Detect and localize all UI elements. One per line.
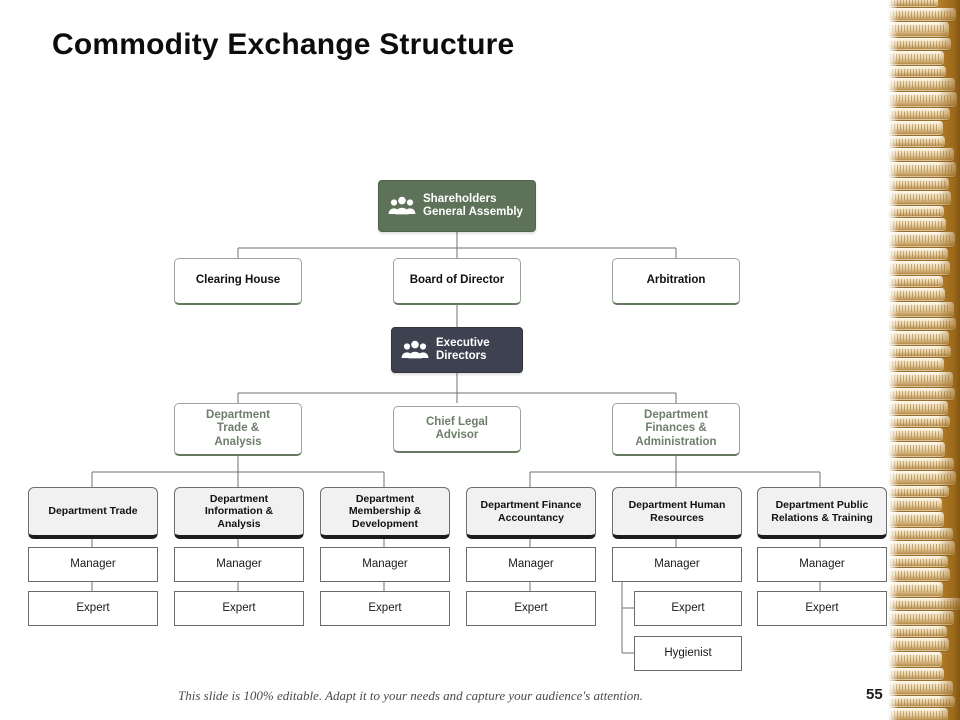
node-shareholders-general-assembly[interactable]: Shareholders General Assembly [378,180,536,232]
footer-note: This slide is 100% editable. Adapt it to… [178,688,643,703]
node-label-line1: Department Public [775,499,869,512]
node-label: Shareholders General Assembly [423,193,535,219]
node-label-line3: Development [352,517,418,530]
node-label-line1: Department Trade [48,505,138,518]
node-label-line2: Relations & Training [771,511,873,524]
node-label-line1: Department [209,493,269,506]
node-expert-human-resources[interactable]: Expert [634,591,742,626]
coin-stack-image [888,0,960,720]
node-label: Department Trade & Analysis [206,409,270,449]
node-clearing-house[interactable]: Clearing House [174,258,302,305]
node-label-line1: Department Human [628,499,726,512]
node-department-membership-development[interactable]: Department Membership & Development [320,487,450,539]
node-label-line1: Department Finance [480,499,582,512]
page-title: Commodity Exchange Structure [52,28,515,61]
coin-stack-coins [888,0,960,720]
node-board-of-director[interactable]: Board of Director [393,258,521,305]
node-label-line1: Department [206,409,270,422]
node-label: Chief Legal Advisor [426,416,488,442]
node-label: Department Membership & Development [349,493,421,529]
node-label-line2: Directors [436,350,487,362]
node-label: Clearing House [195,274,281,287]
node-manager-information-analysis[interactable]: Manager [174,547,304,582]
node-department-human-resources[interactable]: Department Human Resources [612,487,742,539]
node-expert-finance-accountancy[interactable]: Expert [466,591,596,626]
people-group-icon [387,194,417,218]
node-department-public-relations-training[interactable]: Department Public Relations & Training [757,487,887,539]
node-label-line1: Department [644,409,708,422]
node-label: Department Trade [48,505,137,517]
node-label-line3: Analysis [214,435,262,448]
node-label-line2: Finances & [645,422,707,435]
node-label: Department Finance Accountancy [481,499,582,523]
node-label-line3: Administration [635,435,717,448]
node-label: Manager [70,557,116,570]
node-label-line2: Membership & [348,505,422,518]
node-label: Department Human Resources [629,499,726,523]
node-department-trade[interactable]: Department Trade [28,487,158,539]
node-label-line2: Resources [650,511,704,524]
node-label-line1: Executive [436,336,490,349]
node-label: Hygienist [664,646,712,659]
node-label: Board of Director [409,274,505,287]
node-label: Expert [222,601,256,614]
node-department-finances-administration[interactable]: Department Finances & Administration [612,403,740,456]
node-manager-public-relations[interactable]: Manager [757,547,887,582]
node-label-line2: Information & [204,505,274,518]
node-executive-directors[interactable]: Executive Directors [391,327,523,373]
node-expert-information-analysis[interactable]: Expert [174,591,304,626]
node-label: Department Public Relations & Training [771,499,873,523]
node-label-line2: General Assembly [423,206,523,218]
node-label: Manager [362,557,408,570]
node-manager-finance-accountancy[interactable]: Manager [466,547,596,582]
people-group-icon [400,338,430,362]
node-hygienist-human-resources[interactable]: Hygienist [634,636,742,671]
node-label-line2: Trade & [216,422,260,435]
node-label-line1: Chief Legal [426,415,488,428]
node-label: Expert [805,601,839,614]
page-number: 55 [866,686,883,703]
node-label: Manager [799,557,845,570]
node-label: Expert [671,601,705,614]
node-label: Arbitration [646,274,706,287]
node-label: Manager [508,557,554,570]
node-label-line1: Department [355,493,415,506]
node-label-line2: Advisor [435,429,479,441]
node-manager-membership-development[interactable]: Manager [320,547,450,582]
node-label-line1: Shareholders [423,192,497,205]
node-department-finance-accountancy[interactable]: Department Finance Accountancy [466,487,596,539]
node-chief-legal-advisor[interactable]: Chief Legal Advisor [393,406,521,453]
coin-stack-left-fade [888,0,898,720]
node-arbitration[interactable]: Arbitration [612,258,740,305]
node-label: Expert [514,601,548,614]
coin-stack-shadow [938,0,960,720]
node-expert-trade[interactable]: Expert [28,591,158,626]
node-expert-public-relations[interactable]: Expert [757,591,887,626]
node-label: Department Finances & Administration [635,409,716,449]
node-manager-trade[interactable]: Manager [28,547,158,582]
node-label: Manager [216,557,262,570]
node-label-line3: Analysis [217,517,261,530]
node-label-line2: Accountancy [498,511,564,524]
node-label: Department Information & Analysis [205,493,273,529]
node-department-trade-analysis[interactable]: Department Trade & Analysis [174,403,302,456]
node-expert-membership-development[interactable]: Expert [320,591,450,626]
node-manager-human-resources[interactable]: Manager [612,547,742,582]
node-label: Executive Directors [436,337,522,363]
node-label: Expert [76,601,110,614]
node-department-information-analysis[interactable]: Department Information & Analysis [174,487,304,539]
node-label: Expert [368,601,402,614]
node-label: Manager [654,557,700,570]
